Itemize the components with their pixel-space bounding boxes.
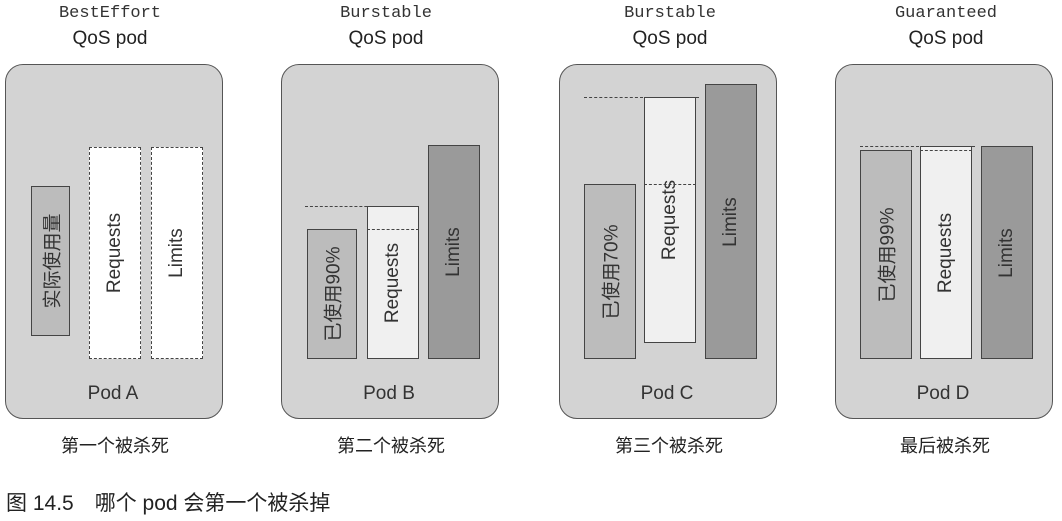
pod-card-b: 已使用90% Requests Limits Pod B [281,64,499,419]
limits-bar-label-b: Limits [443,227,464,277]
usage-bar-d: 已使用99% [860,150,912,359]
usage-bar-label-c: 已使用70% [601,223,623,320]
usage-bar-c: 已使用70% [584,184,636,359]
pod-card-d: 已使用99% Requests Limits Pod D [835,64,1053,419]
usage-bar-a: 实际使用量 [31,186,70,336]
limits-bar-label-d: Limits [996,227,1017,278]
qos-class-label-a: BestEffort [58,4,162,23]
qos-sub-label-d: QoS pod [908,28,984,49]
requests-dashed-line-b [305,206,392,207]
kill-order-a: 第一个被杀死 [61,436,169,456]
limits-bar-d: Limits [981,146,1033,359]
limits-bar-label-a: Limits [166,228,187,278]
pod-name-b: Pod B [363,383,415,404]
figure-caption: 图 14.5 哪个 pod 会第一个被杀掉 [6,492,331,515]
pod-name-a: Pod A [87,383,139,404]
requests-bar-label-d: Requests [935,212,956,293]
qos-sub-label-c: QoS pod [632,28,708,49]
kill-order-c: 第三个被杀死 [615,436,723,456]
kill-order-d: 最后被杀死 [900,436,990,456]
limits-bar-a: Limits [151,147,203,359]
qos-class-label-b: Burstable [340,4,432,23]
usage-bar-b: 已使用90% [307,229,357,359]
requests-bar-label-c: Requests [659,179,680,261]
limits-bar-label-c: Limits [720,196,741,247]
pod-card-c: 已使用70% Requests Limits Pod C [559,64,777,419]
usage-bar-label-b: 已使用90% [323,246,345,342]
requests-dashed-line-c [584,97,699,98]
usage-bar-label-a: 实际使用量 [42,213,63,309]
qos-class-label-d: Guaranteed [894,4,998,23]
usage-dashed-line-b [367,229,419,230]
requests-bar-b: Requests [367,206,419,359]
requests-dashed-line-d [860,146,975,147]
pod-card-a: 实际使用量 Requests Limits Pod A [5,64,223,419]
qos-sub-label-a: QoS pod [72,28,148,49]
qos-class-label-c: Burstable [624,4,716,23]
requests-bar-a: Requests [89,147,141,359]
kill-order-b: 第二个被杀死 [337,436,445,456]
usage-bar-label-d: 已使用99% [877,206,899,303]
limits-bar-c: Limits [705,84,757,359]
usage-dashed-line-d [920,150,972,151]
usage-dashed-line-c [644,184,696,185]
requests-bar-label-a: Requests [104,212,125,294]
limits-bar-b: Limits [428,145,480,359]
requests-bar-c: Requests [644,97,696,343]
requests-bar-label-b: Requests [382,242,403,323]
requests-bar-d: Requests [920,146,972,359]
pod-name-c: Pod C [640,383,694,404]
qos-sub-label-b: QoS pod [348,28,424,49]
pod-name-d: Pod D [916,383,970,404]
